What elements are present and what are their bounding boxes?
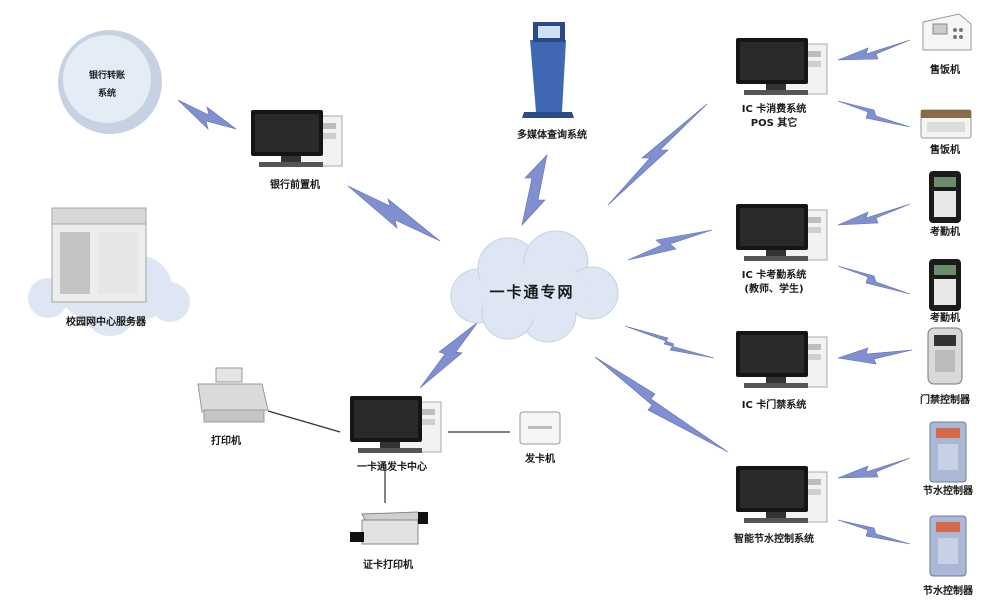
bolt-issue — [419, 321, 479, 389]
bolt-attendance — [627, 229, 713, 261]
network-label: 一卡通专网 — [489, 283, 574, 301]
door-controller-label: 门禁控制器 — [920, 393, 971, 406]
ic-consume-label-line2: POS 其它 — [751, 116, 798, 129]
bolt-meal-1 — [837, 39, 911, 61]
bolt-water — [594, 356, 729, 453]
connector-lines — [267, 410, 510, 503]
water-controller-1: 节水控制器 — [923, 421, 974, 497]
bolt-att-1 — [837, 203, 911, 226]
meal-machine-2-label: 售饭机 — [930, 143, 960, 156]
water-controller-1-label: 节水控制器 — [923, 484, 974, 497]
multimedia-label: 多媒体查询系统 — [517, 128, 587, 141]
campus-server-label: 校园网中心服务器 — [66, 315, 147, 328]
door-controller: 门禁控制器 — [920, 327, 971, 406]
water-system-label: 智能节水控制系统 — [734, 532, 814, 545]
bolt-water-2 — [837, 519, 911, 545]
bolt-bank-system — [177, 99, 237, 130]
water-controller-2: 节水控制器 — [923, 515, 974, 597]
bolt-att-2 — [837, 265, 911, 295]
card-issuer-label: 发卡机 — [524, 452, 555, 465]
ic-consume-system: IC 卡消费系统 POS 其它 — [735, 37, 828, 129]
attendance-machine-2-label: 考勤机 — [930, 311, 960, 324]
printer: 打印机 — [197, 367, 269, 447]
wireless-link-bolts — [177, 39, 913, 545]
ic-attendance-label-line2: (教师、学生) — [744, 282, 803, 295]
ic-access-label: IC 卡门禁系统 — [742, 398, 807, 411]
bolt-door — [837, 347, 913, 365]
attendance-machine-1-label: 考勤机 — [930, 225, 960, 238]
bank-front-computer: 银行前置机 — [250, 109, 343, 191]
bolt-bank-front — [347, 185, 441, 242]
water-controller-2-label: 节水控制器 — [923, 584, 974, 597]
ic-attendance-label-line1: IC 卡考勤系统 — [742, 268, 807, 281]
bolt-access — [624, 325, 715, 359]
ic-access-system: IC 卡门禁系统 — [735, 330, 828, 411]
attendance-machine-1: 考勤机 — [929, 171, 961, 238]
bank-transfer-label-line1: 银行转账 — [89, 69, 125, 81]
meal-machine-1-label: 售饭机 — [930, 63, 960, 76]
ic-consume-label-line1: IC 卡消费系统 — [742, 102, 807, 115]
printer-label: 打印机 — [211, 434, 241, 447]
bolt-water-1 — [837, 457, 911, 479]
bolt-kiosk — [521, 154, 548, 227]
ic-attendance-system: IC 卡考勤系统 (教师、学生) — [735, 203, 828, 295]
bank-transfer-label-line2: 系统 — [98, 87, 116, 99]
bank-front-label: 银行前置机 — [270, 178, 320, 191]
meal-machine-1: 售饭机 — [922, 13, 972, 76]
multimedia-kiosk: 多媒体查询系统 — [517, 22, 587, 141]
network-cloud: 一卡通专网 — [450, 230, 619, 343]
meal-machine-2: 售饭机 — [920, 109, 972, 156]
bank-transfer-system: 银行转账 系统 — [58, 30, 162, 134]
attendance-machine-2: 考勤机 — [929, 259, 961, 324]
issue-center-computer: 一卡通发卡中心 — [349, 395, 442, 473]
bolt-consume — [607, 103, 708, 206]
card-printer-label: 证卡打印机 — [363, 558, 413, 571]
water-control-system: 智能节水控制系统 — [734, 465, 828, 545]
campus-server: 校园网中心服务器 — [28, 207, 190, 336]
issue-center-label: 一卡通发卡中心 — [357, 460, 427, 473]
card-issuer: 发卡机 — [519, 411, 561, 465]
bolt-meal-2 — [837, 100, 911, 128]
card-printer: 证卡打印机 — [350, 511, 428, 571]
